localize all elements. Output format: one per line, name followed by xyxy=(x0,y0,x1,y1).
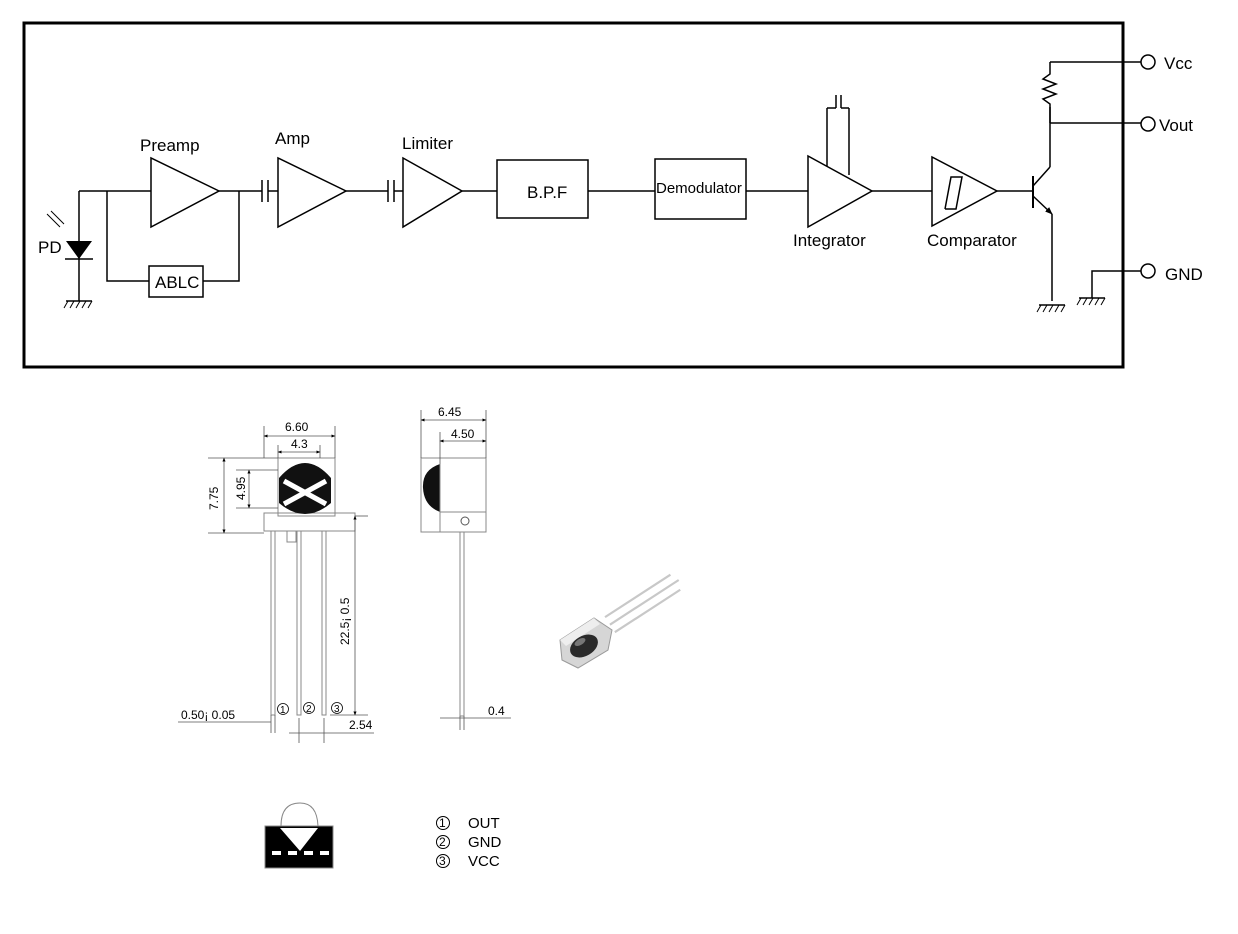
lens-photo-icon xyxy=(570,634,598,658)
side-view-drawing: 6.45 4.50 0.4 xyxy=(420,405,511,730)
dim-lead-length: 22.5¡ 0.5 xyxy=(338,597,352,645)
dim-lead-thickness: 0.4 xyxy=(488,704,505,718)
comparator-label: Comparator xyxy=(927,231,1017,250)
dim-depth-total: 6.45 xyxy=(438,405,462,419)
vout-terminal xyxy=(1140,116,1156,132)
coupling-capacitor-1 xyxy=(261,179,269,203)
pin-1-number: 1 xyxy=(280,705,286,716)
package-bottom-icon xyxy=(264,802,334,869)
amp-symbol xyxy=(277,156,348,229)
comparator-symbol xyxy=(931,155,999,228)
ablc-label: ABLC xyxy=(155,273,199,292)
dim-height-total: 7.75 xyxy=(207,486,221,510)
dim-width-total: 6.60 xyxy=(285,420,309,434)
preamp-symbol xyxy=(150,156,221,229)
amp-label: Amp xyxy=(275,129,310,148)
dim-height-lens: 4.95 xyxy=(234,476,248,500)
legend-pin-1-number: 1 xyxy=(439,816,446,830)
demodulator-label: Demodulator xyxy=(656,180,742,197)
block-diagram: PD Preamp ABLC Amp Limiter B.P.F Demodul… xyxy=(22,21,1203,369)
limiter-label: Limiter xyxy=(402,134,453,153)
demodulator-block xyxy=(654,158,747,220)
legend-pin-3-number: 3 xyxy=(439,854,446,868)
gnd-label: GND xyxy=(1165,265,1203,284)
bpf-label: B.P.F xyxy=(527,183,567,202)
front-view-drawing: 6.60 4.3 7.75 4.95 22.5¡ 0.5 0.50¡ 0.05 … xyxy=(178,420,374,743)
dim-lead-width: 0.50¡ 0.05 xyxy=(181,708,235,722)
product-photo xyxy=(559,573,681,669)
block-diagram-frame xyxy=(22,21,1125,369)
lens-side-icon xyxy=(422,464,440,512)
legend-pin-2-number: 2 xyxy=(439,835,446,849)
limiter-symbol xyxy=(402,156,464,229)
pin-2-number: 2 xyxy=(306,704,312,715)
pin-3-number: 3 xyxy=(334,704,340,715)
vcc-terminal xyxy=(1140,54,1156,70)
legend-pin-3-name: VCC xyxy=(468,853,500,870)
legend-pin-2-name: GND xyxy=(468,834,502,851)
dim-depth-body: 4.50 xyxy=(451,427,475,441)
dim-width-lens: 4.3 xyxy=(291,437,308,451)
ablc-block xyxy=(148,265,204,298)
integrator-symbol xyxy=(807,154,874,229)
vout-label: Vout xyxy=(1159,116,1193,135)
coupling-capacitor-2 xyxy=(387,179,395,203)
pd-label: PD xyxy=(38,238,62,257)
dim-pitch: 2.54 xyxy=(349,718,373,732)
integrator-label: Integrator xyxy=(793,231,866,250)
bpf-block xyxy=(496,159,589,219)
vcc-label: Vcc xyxy=(1164,54,1193,73)
photodiode xyxy=(46,191,93,309)
legend-pin-1-name: OUT xyxy=(468,815,500,832)
lens-icon xyxy=(279,463,331,514)
gnd-terminal xyxy=(1140,263,1156,279)
preamp-label: Preamp xyxy=(140,136,200,155)
pin-legend: 1 OUT 2 GND 3 VCC xyxy=(436,815,502,870)
